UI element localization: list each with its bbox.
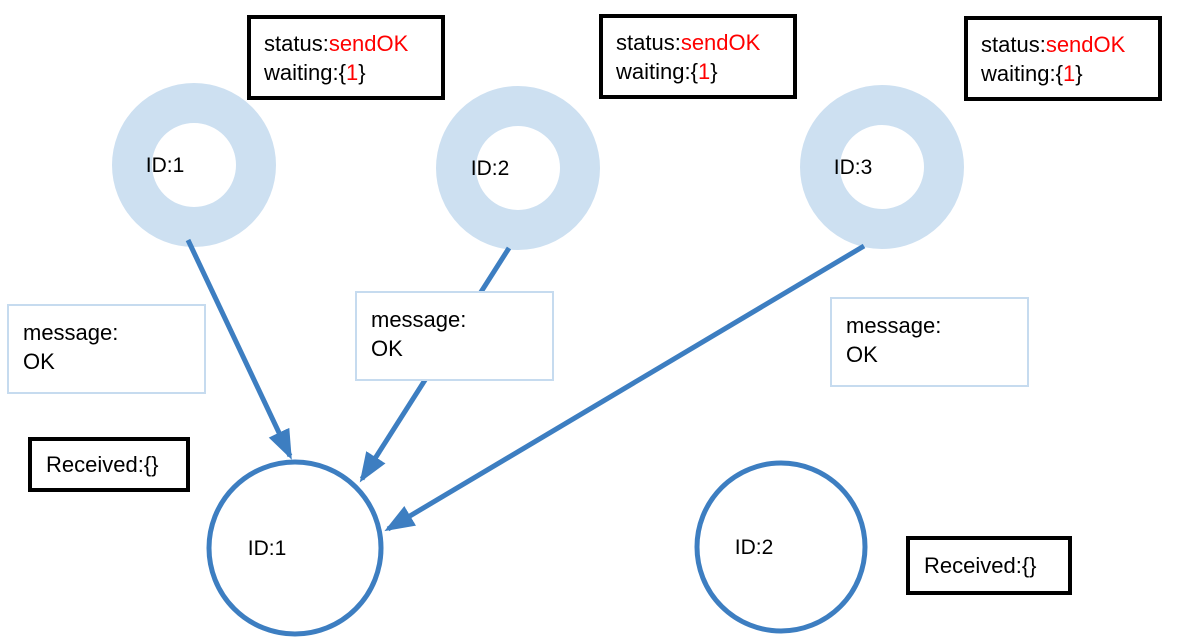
received-box-receiver-1: Received:{} [28, 437, 190, 492]
status-box-sender-1: status:sendOK waiting:{1} [247, 15, 445, 100]
waiting-suffix: } [1075, 61, 1083, 86]
receiver-node-1-label: ID:1 [248, 537, 287, 560]
sender-node-3-donut [800, 85, 964, 249]
status-line: status:sendOK [981, 30, 1158, 59]
status-value: sendOK [328, 31, 409, 56]
sender-node-3-label: ID:3 [834, 156, 873, 179]
received-box-receiver-2: Received:{} [906, 536, 1072, 595]
received-label: Received:{} [46, 452, 159, 477]
message-line2: OK [23, 349, 55, 374]
received-label: Received:{} [924, 553, 1037, 578]
waiting-line: waiting:{1} [981, 59, 1158, 88]
waiting-line: waiting:{1} [616, 57, 793, 86]
sender-node-2-label: ID:2 [471, 157, 510, 180]
status-box-sender-2: status:sendOK waiting:{1} [599, 14, 797, 99]
receiver-node-1-circle [206, 459, 384, 637]
message-box-sender-3: message: OK [830, 297, 1029, 387]
status-line: status:sendOK [264, 29, 441, 58]
sender-node-1-donut [112, 83, 276, 247]
sender-nodes: ID:1 ID:2 ID:3 [112, 83, 964, 250]
message-line1: message: [846, 313, 942, 338]
waiting-prefix: waiting:{ [264, 60, 346, 85]
message-line2: OK [846, 342, 878, 367]
status-prefix: status: [616, 30, 681, 55]
status-value: sendOK [1045, 32, 1126, 57]
waiting-value: 1 [697, 59, 711, 84]
waiting-suffix: } [710, 59, 718, 84]
receiver-nodes: ID:1 ID:2 [206, 459, 868, 637]
sender-node-2-donut [436, 86, 600, 250]
status-value: sendOK [680, 30, 761, 55]
waiting-prefix: waiting:{ [981, 61, 1063, 86]
sender-node-1-label: ID:1 [146, 154, 185, 177]
message-line2: OK [371, 336, 403, 361]
message-line1: message: [371, 307, 467, 332]
status-prefix: status: [981, 32, 1046, 57]
waiting-suffix: } [358, 60, 366, 85]
message-box-sender-2: message: OK [355, 291, 554, 381]
arrow-sender1-to-receiver1 [185, 238, 293, 460]
receiver-node-2-circle [694, 460, 868, 634]
status-prefix: status: [264, 31, 329, 56]
arrow-sender3-to-receiver1 [384, 243, 866, 532]
waiting-prefix: waiting:{ [616, 59, 698, 84]
waiting-value: 1 [345, 60, 359, 85]
message-box-sender-1: message: OK [7, 304, 206, 394]
status-line: status:sendOK [616, 28, 793, 57]
waiting-line: waiting:{1} [264, 58, 441, 87]
status-box-sender-3: status:sendOK waiting:{1} [964, 16, 1162, 101]
message-line1: message: [23, 320, 119, 345]
receiver-node-2-label: ID:2 [735, 536, 774, 559]
waiting-value: 1 [1062, 61, 1076, 86]
